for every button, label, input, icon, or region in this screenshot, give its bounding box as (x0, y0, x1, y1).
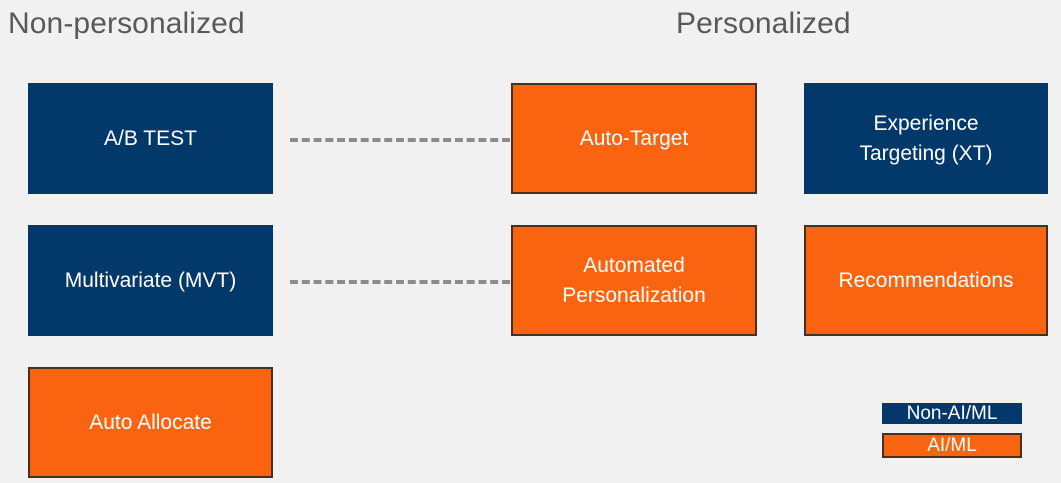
column-heading-personalized: Personalized (676, 7, 851, 40)
box-automated-personalization[interactable]: Automated Personalization (511, 225, 757, 336)
box-recommendations[interactable]: Recommendations (804, 225, 1048, 336)
box-multivariate-label: Multivariate (MVT) (64, 268, 237, 292)
box-ab-test-label: A/B TEST (104, 126, 197, 150)
legend: Non-AI/ML AI/ML (882, 403, 1022, 458)
box-ab-test[interactable]: A/B TEST (28, 83, 273, 194)
box-recommendations-label: Recommendations (838, 268, 1014, 292)
box-auto-target-label: Auto-Target (579, 126, 689, 150)
connector-multivariate-to-automated-personalization (290, 280, 510, 284)
box-multivariate[interactable]: Multivariate (MVT) (28, 225, 273, 336)
box-auto-allocate[interactable]: Auto Allocate (28, 367, 273, 478)
box-auto-target[interactable]: Auto-Target (511, 83, 757, 194)
box-experience-targeting-label: Experience Targeting (XT) (859, 111, 993, 165)
legend-item-ai-ml-label: AI/ML (927, 435, 977, 456)
legend-item-non-ai-ml-label: Non-AI/ML (906, 403, 998, 424)
box-automated-personalization-label: Automated Personalization (562, 253, 706, 307)
connector-ab-test-to-auto-target (290, 138, 510, 142)
box-auto-allocate-label: Auto Allocate (89, 410, 212, 434)
column-heading-non-personalized: Non-personalized (8, 7, 245, 40)
legend-item-ai-ml: AI/ML (882, 433, 1022, 458)
legend-item-non-ai-ml: Non-AI/ML (882, 403, 1022, 424)
box-experience-targeting[interactable]: Experience Targeting (XT) (804, 83, 1048, 194)
